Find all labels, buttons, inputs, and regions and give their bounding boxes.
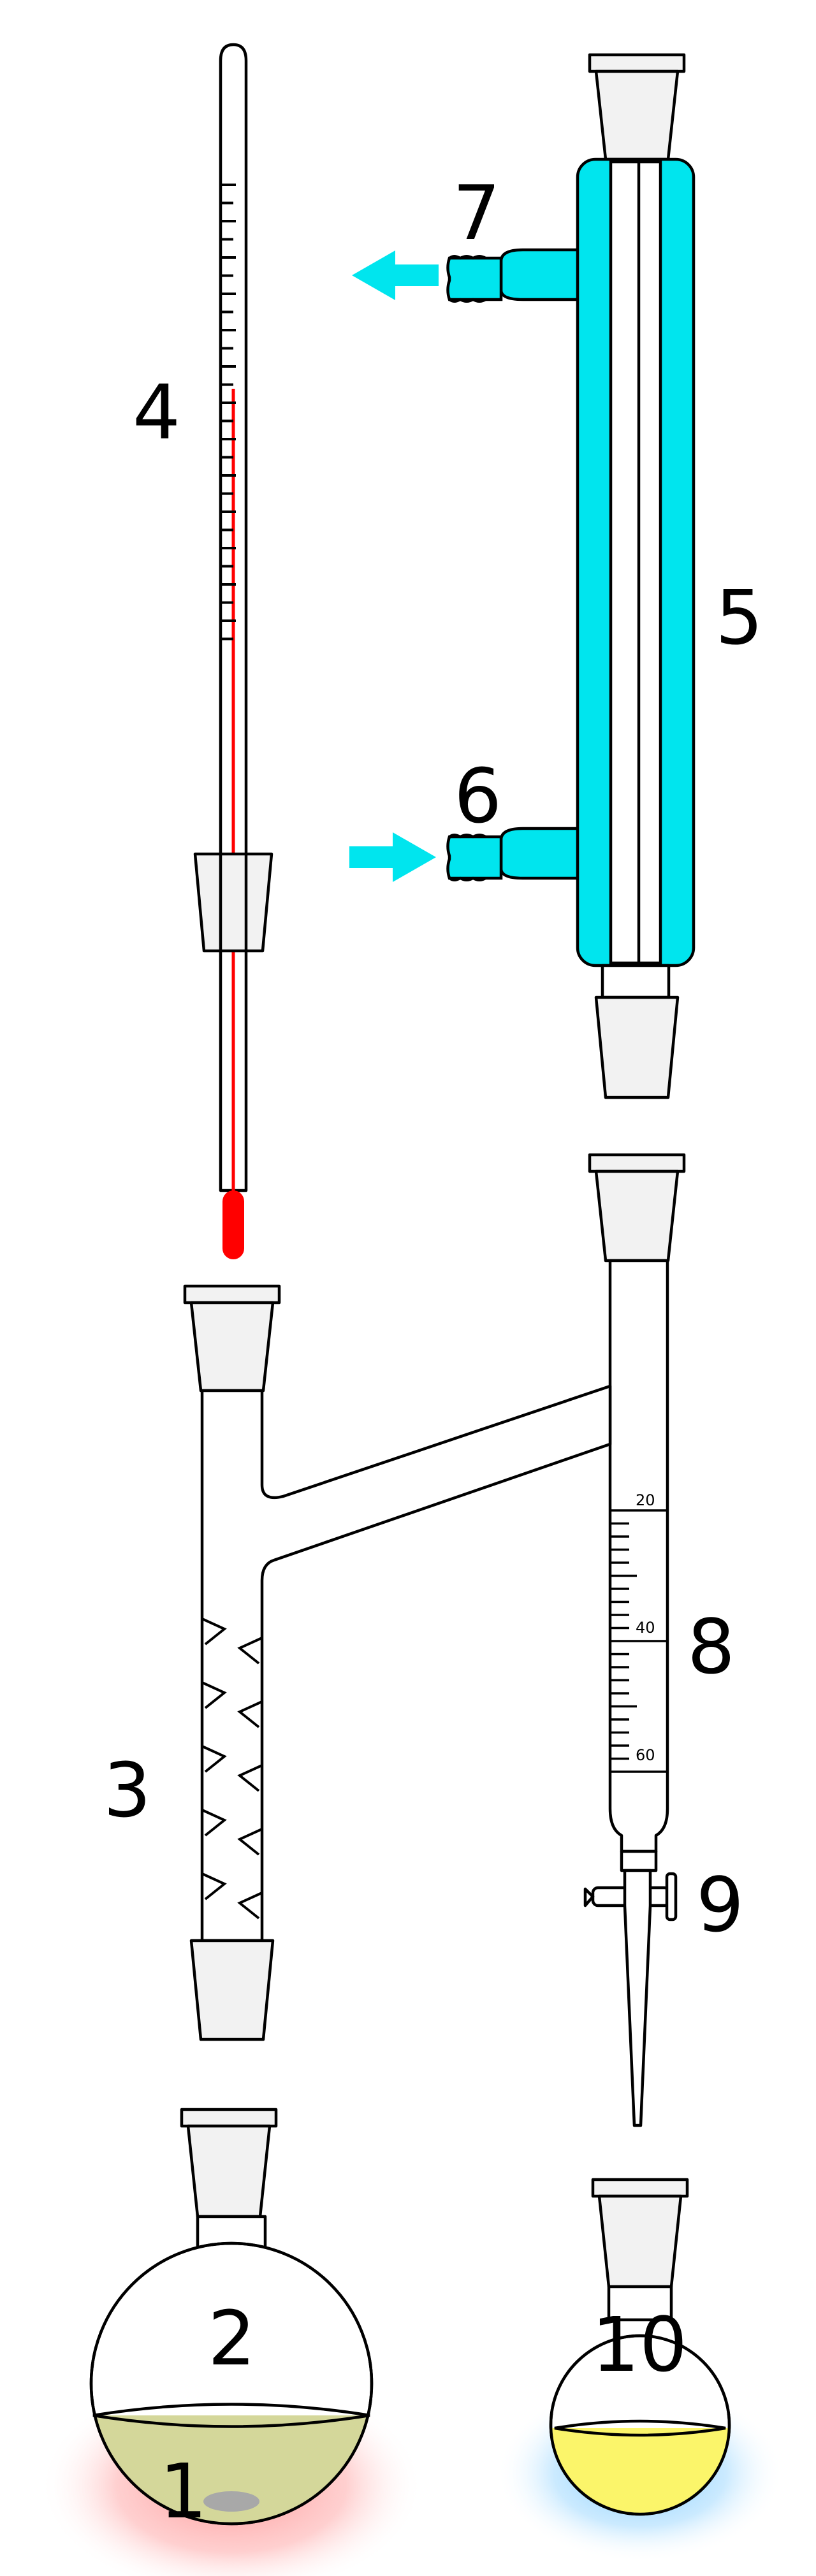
column-body-with-side-arm xyxy=(200,1384,612,1943)
condenser-inlet-hose-barb xyxy=(446,834,503,881)
burette-mark-20: 20 xyxy=(636,1491,655,1509)
thermometer-scale xyxy=(221,184,236,640)
condenser-top-joint-rim xyxy=(588,53,686,73)
vigreux-spike-right xyxy=(237,1700,263,1728)
label-4: 4 xyxy=(133,368,180,456)
condenser-bottom-joint xyxy=(594,995,680,1099)
condenser-top-joint xyxy=(594,69,680,161)
label-6: 6 xyxy=(454,752,502,840)
dean-stark-trap: 20 40 60 xyxy=(583,1153,686,2127)
vigreux-spike-left xyxy=(201,1745,227,1773)
water-in-arrow xyxy=(349,832,436,882)
condenser-inner-tube xyxy=(609,160,662,965)
fractionating-column xyxy=(183,1284,612,2041)
column-bottom-joint xyxy=(189,1939,275,2041)
boiling-chip xyxy=(203,2491,259,2512)
thermometer-bulb xyxy=(222,1190,244,1259)
vigreux-spike-left xyxy=(201,1872,227,1900)
burette-mark-40: 40 xyxy=(636,1619,655,1637)
column-top-joint-rim xyxy=(183,1284,281,1305)
vigreux-spike-left xyxy=(201,1681,227,1709)
receiving-flask xyxy=(549,2178,731,2516)
condenser xyxy=(349,53,696,1099)
vigreux-spike-left xyxy=(201,1809,227,1837)
thermometer-adapter-stopper xyxy=(193,852,273,953)
round-bottom-flask xyxy=(89,2108,374,2526)
vigreux-spike-right xyxy=(237,1637,263,1665)
condenser-bottom-neck xyxy=(601,964,671,999)
trap-top-joint-rim xyxy=(588,1153,686,1173)
label-3: 3 xyxy=(103,1746,151,1834)
condenser-outlet-hose-barb xyxy=(446,255,503,303)
label-8: 8 xyxy=(687,1603,735,1691)
flask-joint xyxy=(186,2124,272,2218)
receiver-liquid-rim xyxy=(554,2419,726,2437)
vigreux-spike-left xyxy=(201,1617,227,1646)
label-7: 7 xyxy=(453,169,500,257)
water-out-arrow xyxy=(352,250,439,300)
receiver-neck xyxy=(607,2285,673,2322)
label-10: 10 xyxy=(592,2301,687,2389)
label-2: 2 xyxy=(208,2294,256,2382)
label-1: 1 xyxy=(159,2447,207,2535)
vigreux-indentations xyxy=(201,1617,263,1920)
receiver-joint xyxy=(597,2194,683,2289)
trap-top-joint xyxy=(594,1169,680,1263)
burette-drip-tip xyxy=(623,1869,652,2127)
label-5: 5 xyxy=(715,574,763,662)
label-9: 9 xyxy=(696,1861,744,1949)
vigreux-spike-right xyxy=(237,1892,263,1920)
receiver-joint-rim xyxy=(591,2178,689,2198)
vigreux-spike-right xyxy=(237,1828,263,1856)
flask-liquid-rim xyxy=(92,2403,370,2428)
column-top-joint xyxy=(189,1301,275,1393)
thermometer xyxy=(193,43,273,1259)
burette-mark-60: 60 xyxy=(636,1746,655,1764)
vigreux-spike-right xyxy=(237,1764,263,1792)
flask-joint-rim xyxy=(180,2108,278,2128)
burette-scale xyxy=(610,1509,667,1773)
